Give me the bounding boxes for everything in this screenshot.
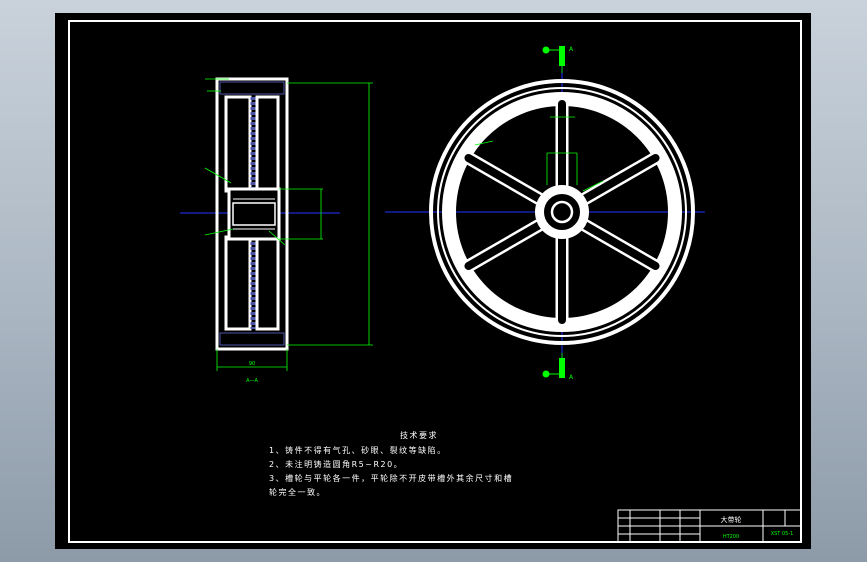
bore: [232, 202, 276, 226]
rim-inner-edge: [437, 87, 687, 337]
spoke-core: [575, 154, 660, 206]
part-name: 大带轮: [721, 515, 742, 524]
cavity-bottom: [224, 235, 252, 331]
front-view: A A: [385, 46, 705, 381]
section-marker-bottom: A: [542, 358, 574, 381]
spoke-core: [464, 218, 549, 270]
spokes: [461, 97, 663, 327]
rim-outer: [429, 79, 695, 345]
title-block: [617, 509, 802, 543]
cavity-top-right: [255, 95, 280, 193]
bore-circle: [550, 200, 574, 224]
spoke-core: [575, 218, 660, 270]
section-marker-letter: A: [569, 46, 574, 53]
front-dimensions: [474, 53, 604, 373]
groove-bottom: [219, 332, 285, 346]
cavity-top: [224, 95, 252, 193]
section-marker-top: A: [542, 46, 574, 66]
drawing-number: XST 05-1: [771, 531, 794, 537]
section-marker-letter: A: [569, 374, 574, 381]
technical-requirements: 技术要求 1、铸件不得有气孔、砂眼、裂纹等缺陷。 2、未注明铸造圆角R5~R20…: [269, 429, 569, 500]
material: HT200: [723, 534, 739, 540]
note-item: 3、槽轮与平轮各一件，平轮除不开皮带槽外其余尺寸和槽: [269, 474, 514, 483]
rim-outline: [215, 77, 289, 351]
drawing-sheet: 90 A—A: [55, 13, 811, 549]
section-view: 90 A—A: [180, 77, 373, 384]
sheet-inner-border: [68, 20, 802, 543]
section-dimensions: [204, 78, 373, 371]
note-item: 1、铸件不得有气孔、砂眼、裂纹等缺陷。: [269, 446, 447, 455]
groove-top: [219, 81, 285, 95]
section-width-dim: 90: [249, 361, 255, 367]
spoke-core: [464, 154, 549, 206]
cavity-bottom-right: [255, 235, 280, 331]
note-item: 2、未注明铸造圆角R5~R20。: [269, 460, 404, 469]
notes-title: 技术要求: [400, 431, 438, 440]
section-view-label: A—A: [246, 378, 258, 384]
note-item: 轮完全一致。: [269, 488, 326, 497]
cad-drawing: 90 A—A: [68, 20, 802, 543]
